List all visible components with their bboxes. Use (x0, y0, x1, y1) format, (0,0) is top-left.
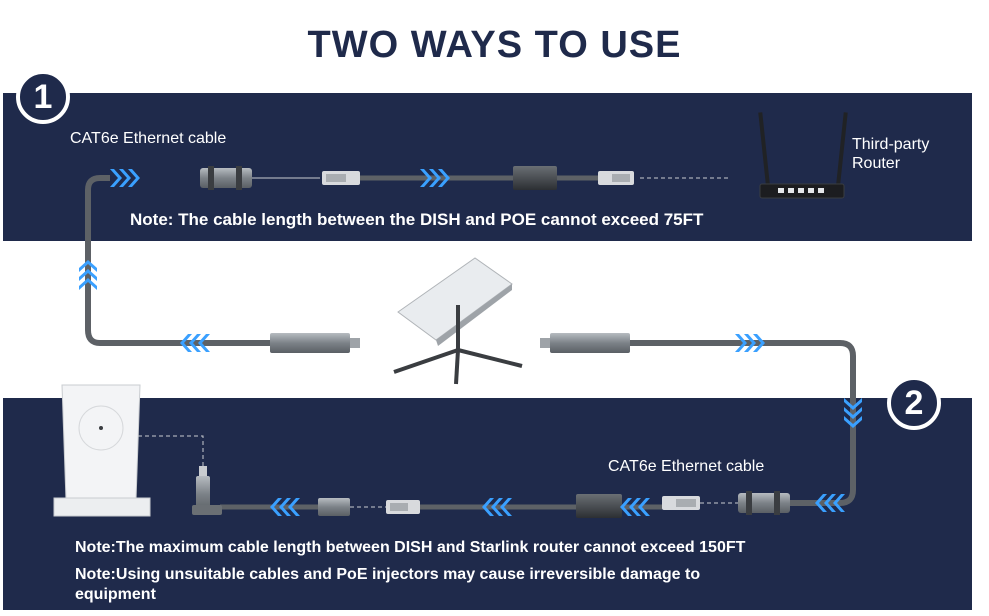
cable-label-option-1: CAT6e Ethernet cable (70, 130, 227, 147)
router-label-line2: Router (852, 155, 901, 172)
rj45-coupler-icon (738, 491, 790, 515)
rj45-connector-icon (386, 500, 420, 514)
dish-cable-plug-left (270, 333, 360, 353)
dish-cable-plug-right (540, 333, 630, 353)
starlink-dish-icon (393, 257, 523, 385)
cable-segment (136, 435, 204, 466)
option-1-panel (3, 93, 972, 241)
page-title: TWO WAYS TO USE (307, 24, 682, 66)
note-max-length: Note:The maximum cable length between DI… (75, 539, 746, 556)
cable-label-option-2: CAT6e Ethernet cable (608, 458, 765, 475)
router-power-plug-icon (192, 466, 222, 515)
rj45-coupler-icon (318, 498, 350, 516)
starlink-router-icon (53, 384, 151, 517)
rj45-connector-icon (662, 496, 700, 510)
note-damage-warning-line2: equipment (75, 586, 156, 603)
arrow-chevron-icon (110, 169, 140, 187)
poe-injector-icon (513, 166, 557, 190)
rj45-connector-icon (598, 171, 634, 185)
router-icon (758, 112, 848, 199)
option-1-badge: 1 (16, 70, 70, 124)
rj45-connector-icon (322, 171, 360, 185)
option-2-badge: 2 (887, 376, 941, 430)
poe-injector-icon (576, 494, 622, 518)
note-damage-warning-line1: Note:Using unsuitable cables and PoE inj… (75, 566, 701, 583)
router-label-line1: Third-party (852, 136, 930, 153)
cable-option-1 (85, 175, 270, 346)
cable-option-2 (630, 340, 856, 506)
rj45-coupler-icon (200, 166, 252, 190)
note-option-1: Note: The cable length between the DISH … (130, 210, 704, 229)
